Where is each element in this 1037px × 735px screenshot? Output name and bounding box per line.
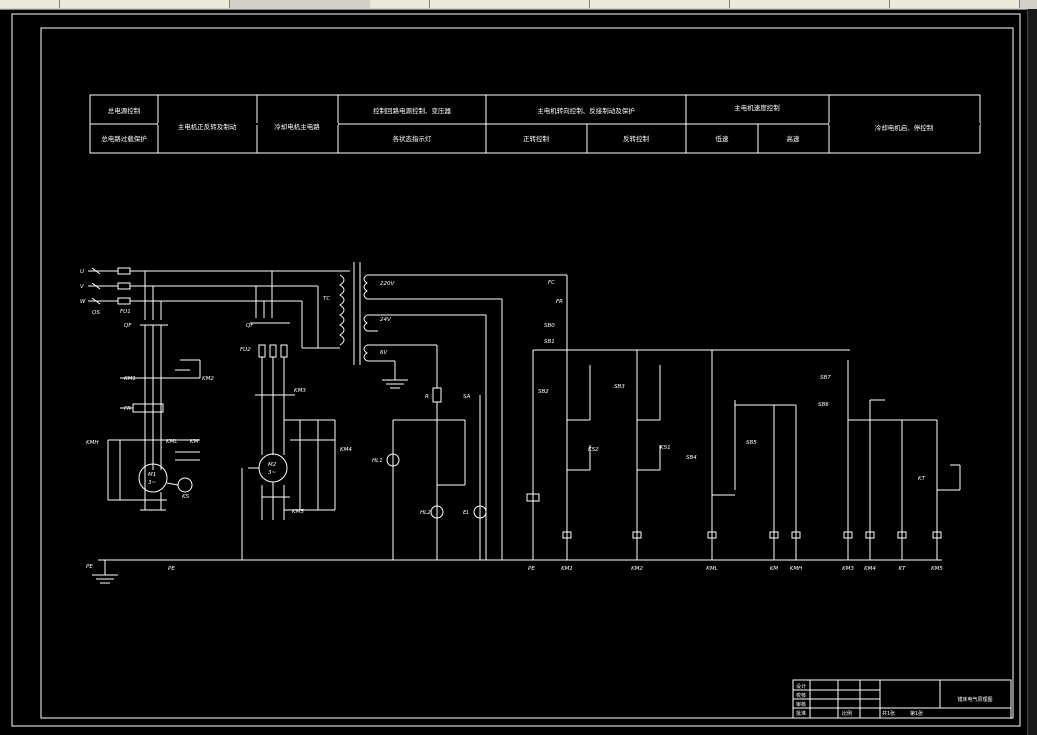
label-m2-sub: 3~ — [268, 470, 276, 476]
toolbar-cell[interactable] — [730, 0, 890, 8]
header-cell: 低速 — [716, 134, 730, 143]
title-row-label: 设计 — [796, 683, 806, 690]
header-cell: 反转控制 — [623, 134, 650, 143]
label-sb1: SB1 — [544, 339, 555, 345]
sheet-number: 第1张 — [910, 710, 923, 717]
label-fc: FC — [548, 280, 555, 286]
label-sb2: SB2 — [538, 389, 549, 395]
label-sb6: SB6 — [818, 402, 829, 408]
title-row-label: 审核 — [796, 701, 806, 708]
label-sb4: SB4 — [686, 455, 697, 461]
label-sb7: SB7 — [820, 375, 831, 381]
label-pe2: PE — [168, 566, 175, 572]
vertical-scrollbar[interactable] — [1027, 9, 1037, 735]
label-sb5: SB5 — [746, 440, 757, 446]
drawing-title: 镗床电气原理图 — [957, 696, 992, 703]
label-pe: PE — [86, 564, 93, 570]
label-r: R — [425, 394, 429, 400]
header-cell: 高速 — [787, 134, 801, 143]
coil-label: KML — [706, 566, 717, 572]
motor-m1-symbol — [138, 463, 168, 493]
coil-label: KM2 — [631, 566, 643, 572]
label-el: EL — [463, 510, 470, 516]
coil-label: KM — [770, 566, 779, 572]
label-w: W — [80, 299, 86, 305]
coil-label: KMH — [790, 566, 803, 572]
label-ks2: KS2 — [588, 447, 599, 453]
label-qf1: QF — [124, 323, 132, 329]
label-hl1: HL1 — [372, 458, 383, 464]
label-kt: KT — [918, 476, 926, 482]
coil-label: KM5 — [931, 566, 943, 572]
coil-label: KT — [899, 566, 907, 572]
label-fu2: FU2 — [240, 347, 251, 353]
label-sb3: SB3 — [614, 384, 625, 390]
label-kml: KML — [166, 439, 177, 445]
toolbar — [0, 0, 1037, 10]
sheet-count: 共1张 — [882, 710, 895, 717]
lamp-hl1-symbol — [386, 453, 400, 467]
label-m1-sub: 3~ — [148, 480, 156, 486]
label-24v: 24V — [380, 317, 392, 323]
motor-m2-symbol — [258, 453, 288, 483]
header-cell: 主电机速度控制 — [734, 103, 780, 112]
title-row-label: 校核 — [796, 692, 806, 699]
lamp-el-symbol — [473, 505, 487, 519]
toolbar-cell[interactable] — [890, 0, 1020, 8]
label-fr: FR — [124, 406, 131, 412]
header-cell: 控制回路电源控制、变压器 — [373, 106, 452, 115]
header-cell: 冷却电机主电路 — [274, 122, 320, 131]
label-km: KM — [190, 439, 199, 445]
label-tc: TC — [323, 296, 330, 302]
scale-label: 比例 — [842, 710, 852, 717]
inner-frame — [40, 27, 1014, 719]
lamp-hl2-symbol — [430, 505, 444, 519]
label-km4: KM4 — [340, 447, 352, 453]
label-220v: 220V — [380, 281, 395, 287]
label-fu1: FU1 — [120, 309, 131, 315]
label-ks: KS — [182, 494, 190, 500]
header-cell: 总电源控制 — [108, 106, 141, 115]
toolbar-cell[interactable] — [430, 0, 590, 8]
coil-label: KM1 — [561, 566, 573, 572]
label-u: U — [80, 269, 84, 275]
label-v: V — [80, 284, 85, 290]
label-m2: M2 — [268, 462, 277, 468]
header-cell: 总电路过载保护 — [101, 134, 147, 143]
header-cell: 正转控制 — [523, 134, 550, 143]
label-qf2: QF — [246, 323, 254, 329]
header-cell: 各状态指示灯 — [393, 134, 433, 143]
transformer-primary-winding — [339, 274, 345, 346]
coil-label: KM3 — [842, 566, 854, 572]
title-row-label: 批准 — [796, 710, 806, 717]
header-cell: 冷却电机启、停控制 — [875, 123, 934, 132]
label-6v: 6V — [380, 350, 388, 356]
label-qs: QS — [92, 310, 100, 316]
label-pe3: PE — [528, 566, 535, 572]
toolbar-cell[interactable] — [590, 0, 730, 8]
label-hl2: HL2 — [420, 510, 431, 516]
label-kmh: KMH — [86, 440, 99, 446]
label-fr2: FR — [556, 299, 563, 305]
label-km1: KM1 — [124, 376, 136, 382]
header-cell: 主电机转向控制、反接制动及保护 — [537, 106, 635, 115]
speed-relay-ks-symbol — [177, 477, 193, 493]
toolbar-cell[interactable] — [0, 0, 60, 8]
coil-label: KM4 — [864, 566, 876, 572]
label-km3: KM3 — [294, 388, 306, 394]
label-sa: SA — [463, 394, 470, 400]
outer-frame — [11, 13, 1021, 727]
label-km2: KM2 — [202, 376, 214, 382]
header-cell: 主电机正反转及制动 — [178, 122, 237, 131]
label-km5: KM5 — [292, 509, 304, 515]
toolbar-cell[interactable] — [60, 0, 230, 8]
label-ks1: KS1 — [660, 445, 671, 451]
toolbar-cell[interactable] — [370, 0, 430, 8]
label-sb0: SB0 — [544, 323, 555, 329]
label-m1: M1 — [148, 472, 156, 478]
